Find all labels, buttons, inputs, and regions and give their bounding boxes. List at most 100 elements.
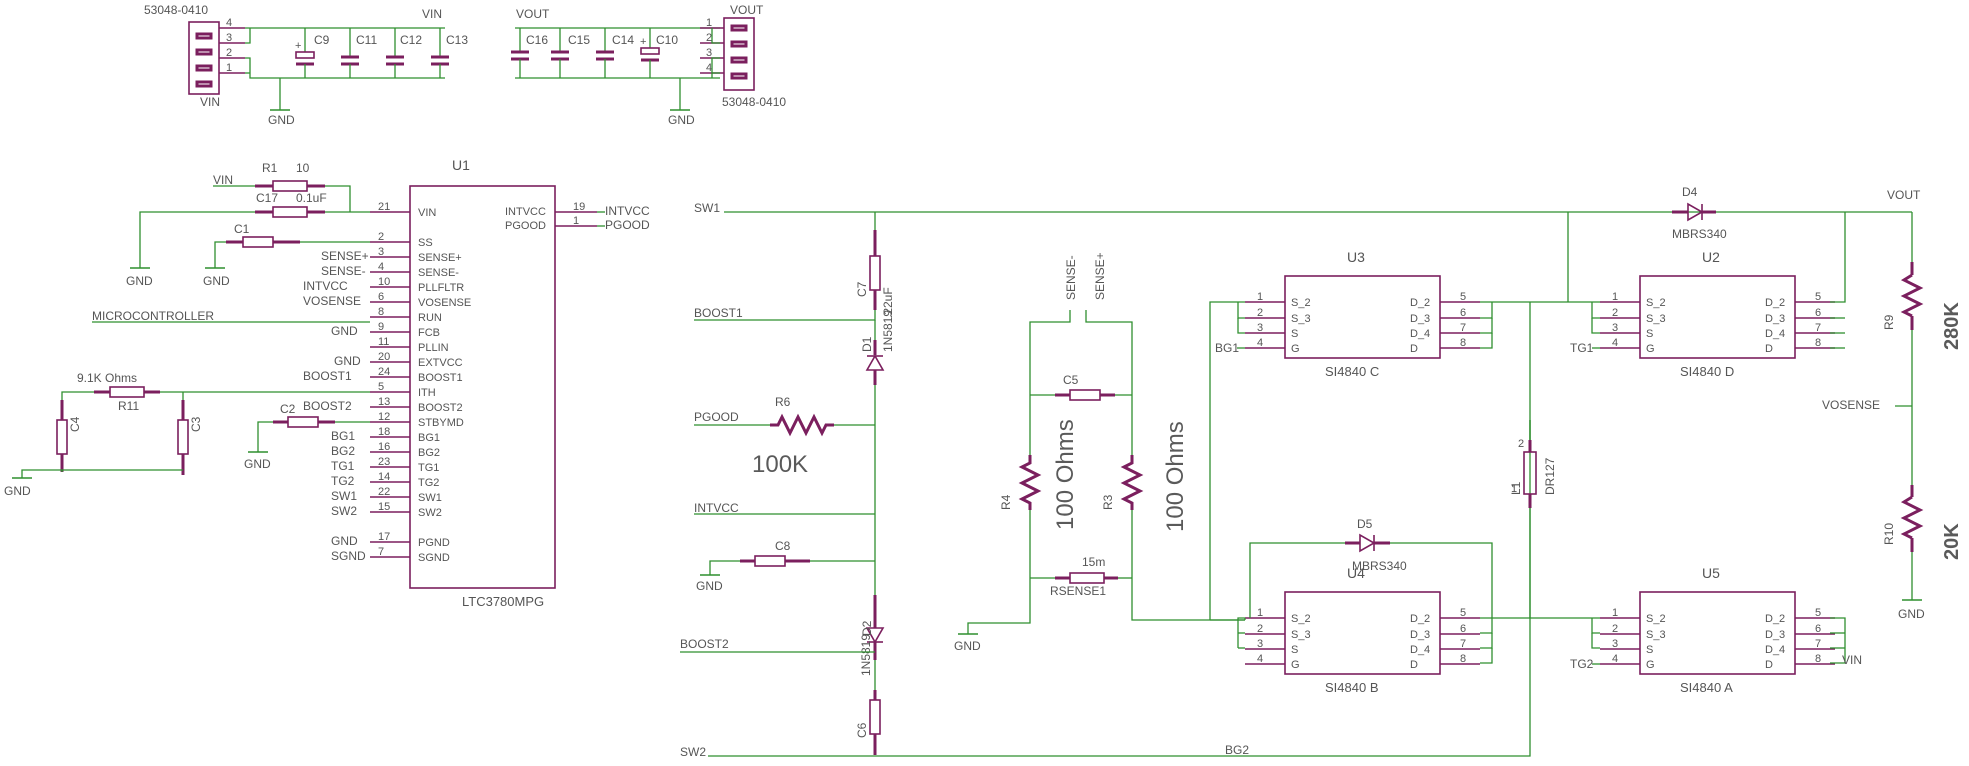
net-vin-u1: VIN [213, 173, 233, 187]
net-intvcc-mid: INTVCC [694, 501, 739, 515]
u1-pin-name: PLLIN [418, 342, 449, 354]
net-vin-top: VIN [422, 7, 442, 21]
mosfet-pin-name: G [1291, 343, 1300, 355]
net-sense-plus: SENSE+ [321, 249, 369, 263]
u1-pin-name: PLLFLTR [418, 282, 464, 294]
rsense-value: 15m [1082, 555, 1105, 569]
mosfet-pin-num: 7 [1460, 322, 1466, 334]
r4-value: 100 Ohms [1052, 419, 1079, 530]
mosfet-pin-name: D_2 [1765, 613, 1785, 625]
net-boost1: BOOST1 [303, 369, 352, 383]
diode-d4: D4 MBRS340 [1672, 185, 1727, 241]
r1-ref: R1 [262, 161, 278, 175]
mosfet-pin-name: D [1765, 659, 1773, 671]
u1-pin-num: 6 [378, 291, 384, 303]
mosfet-pin-name: D_3 [1410, 313, 1430, 325]
net-bg2: BG2 [1225, 743, 1249, 757]
mosfet-pin-name: D_4 [1410, 644, 1430, 656]
cap-c14: C14 [612, 33, 634, 47]
mosfet-pin-name: S [1291, 328, 1298, 340]
u1-pin-num: 17 [378, 531, 390, 543]
mosfet-pin-num: 8 [1460, 337, 1466, 349]
r4-ref: R4 [999, 494, 1013, 510]
mosfet-pin-name: D [1765, 343, 1773, 355]
l1-value: DR127 [1543, 457, 1557, 495]
gnd-c2: GND [244, 457, 271, 471]
mosfet-pin-name: G [1646, 659, 1655, 671]
mosfet-pin-name: S [1291, 644, 1298, 656]
mosfet-pin-num: 5 [1460, 291, 1466, 303]
r3-ref: R3 [1101, 494, 1115, 510]
net-vosense: VOSENSE [303, 294, 361, 308]
d2-value: 1N5819 [859, 634, 873, 676]
d2-ref: D2 [860, 620, 874, 636]
mosfet-pin-num: 2 [1612, 623, 1618, 635]
connector-vout: 1 2 3 4 VOUT 53048-0410 [700, 3, 786, 109]
u1-pin-intvcc-name: INTVCC [505, 206, 546, 218]
c8-ref: C8 [775, 539, 791, 553]
u1-pin-name: VIN [418, 207, 436, 219]
mosfet-pin-name: S_3 [1646, 629, 1666, 641]
r1-c17-network: VIN R1 10 C17 0.1uF GND [126, 161, 370, 288]
caps-vin: + C9 C11 C12 C13 [295, 28, 468, 78]
u1-pin-num: 18 [378, 426, 390, 438]
mosfet-ref: U3 [1347, 249, 1365, 265]
u1-pin-name: SW2 [418, 507, 442, 519]
cap-c13: C13 [446, 33, 468, 47]
d5-value: MBRS340 [1352, 559, 1407, 573]
u1-left-nets: SENSE+ SENSE- INTVCC VOSENSE MICROCONTRO… [92, 249, 370, 563]
u1-pin-name: EXTVCC [418, 357, 463, 369]
net-sw1-mid: SW1 [694, 201, 720, 215]
mosfet-ref: U2 [1702, 249, 1720, 265]
d1-value: 1N5819 [881, 310, 895, 352]
conn-vout-pin3: 3 [706, 47, 712, 59]
gnd-ith: GND [4, 484, 31, 498]
r11-value: 9.1K Ohms [77, 371, 137, 385]
u1-pin-num: 20 [378, 351, 390, 363]
mosfet-ref: U4 [1347, 565, 1365, 581]
svg-text:2: 2 [1518, 438, 1524, 450]
diode-d5: D5 MBRS340 [1249, 517, 1493, 618]
u1-pin1-num: 1 [573, 215, 579, 227]
mosfet-pin-num: 6 [1460, 623, 1466, 635]
mosfet-pin-name: S_2 [1646, 613, 1666, 625]
c17-value: 0.1uF [296, 191, 327, 205]
svg-text:1: 1 [1511, 483, 1517, 495]
gnd-label-vout: GND [668, 113, 695, 127]
u1-pin-name: BOOST1 [418, 372, 463, 384]
mosfet-pin-num: 2 [1257, 623, 1263, 635]
d4-ref: D4 [1682, 185, 1698, 199]
u1-pin-num: 24 [378, 366, 390, 378]
u1-pin-pgood-name: PGOOD [505, 220, 546, 232]
mosfet-pin-name: D_4 [1410, 328, 1430, 340]
connector-vin: 53048-0410 4 3 2 1 VIN [144, 3, 245, 109]
mosfet-pin-num: 7 [1460, 638, 1466, 650]
c1-network: C1 GND [203, 222, 370, 288]
mosfet-pin-num: 7 [1815, 638, 1821, 650]
u1-pin-name: SS [418, 237, 433, 249]
cap-c15: C15 [568, 33, 590, 47]
net-sense-minus-mid: SENSE- [1064, 255, 1078, 300]
r3-value: 100 Ohms [1162, 421, 1189, 532]
mosfet-pin-name: G [1646, 343, 1655, 355]
conn-vout-net: VOUT [730, 3, 764, 17]
c1-ref: C1 [234, 222, 250, 236]
u1-pin19-num: 19 [573, 201, 585, 213]
mosfet-pin-num: 3 [1257, 638, 1263, 650]
net-sgnd: SGND [331, 549, 366, 563]
svg-text:+: + [295, 40, 301, 52]
u1-pin-name: RUN [418, 312, 442, 324]
mosfet-interconnect: 2 1 L1 DR127 VIN BG2 [1209, 212, 1862, 757]
net-vout-top: VOUT [516, 7, 550, 21]
vout-divider: VOUT R9 280K VOSENSE R10 20K GND [1822, 188, 1963, 621]
conn-vin-net: VIN [200, 95, 220, 109]
u1-pin-num: 23 [378, 456, 390, 468]
net-gnd-extvcc: GND [334, 354, 361, 368]
conn-vout-pin4: 4 [706, 62, 712, 74]
mosfet-pin-num: 1 [1257, 291, 1263, 303]
mosfet-pin-num: 4 [1612, 337, 1618, 349]
mosfet-pin-name: D_4 [1765, 644, 1785, 656]
c2-network: C2 GND [244, 402, 370, 471]
